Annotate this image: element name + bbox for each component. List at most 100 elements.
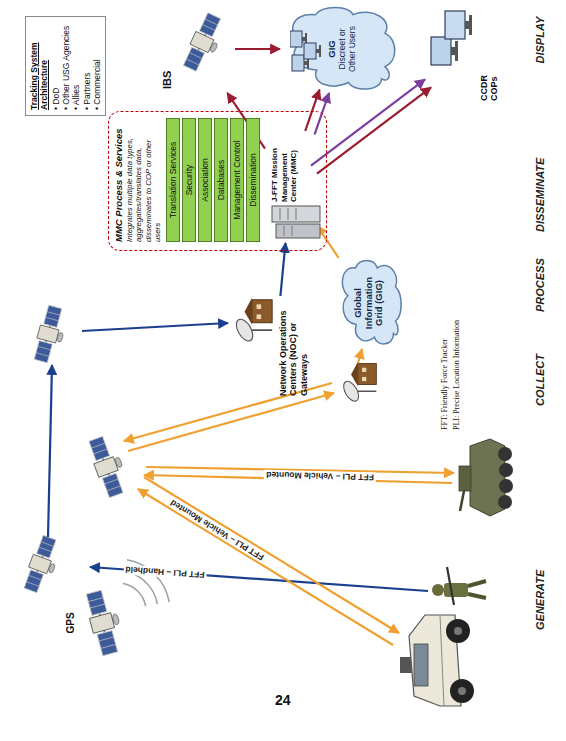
node-text: • Partners [82,22,92,110]
signal-arrow [48,323,454,645]
gateway-dish [233,298,272,344]
satellite-icon [181,11,226,74]
signal-arrow [82,323,228,331]
server-icon [296,208,297,220]
node-text: Tracking System Architecture [29,22,49,110]
server-node: J-FFT Mission Management Center (MMC) [266,130,318,242]
service-row: Association [198,118,212,242]
computer-icon [319,45,321,57]
apc-illustration [459,439,513,516]
node-text: • DoD [51,22,61,110]
computer-group: CCDR COPs [425,5,511,101]
signal-arrow [144,477,399,633]
link-label: FFT PLI – Handheld [123,564,207,580]
node-text: Dissemination [248,121,258,239]
node-text: Global Information Grid (GIG) [353,274,386,332]
humvee-illustration [400,615,474,706]
node-text: Network Operations Centers (NOC) or Gate… [278,298,309,396]
connector-arrow [311,79,425,165]
relay-satellite [21,534,63,595]
server-icon [288,208,289,220]
computer-icon [290,31,302,47]
node-text: Management Control [232,121,242,239]
link-label: FFT PLI – Vehicle Mounted [264,470,376,483]
service-row: Management Control [230,118,244,242]
relay-satellite [21,304,131,595]
soldier-illustration [468,581,486,586]
signal-arrow [48,365,52,537]
node-text: • Commercial [92,22,102,110]
service-row: Translation Services [166,118,180,242]
signal-arrow [90,567,428,591]
node-text: IBS [161,9,173,89]
apc-illustration [499,479,513,493]
node-text: Databases [216,121,226,239]
apc-illustration [498,495,512,509]
connector-arrow [317,87,431,173]
signal-arrow [358,349,362,363]
humvee-illustration [458,687,466,695]
server-icon [276,224,320,238]
node-text: GIG [326,5,337,93]
computer-icon [455,41,458,61]
gps-satellite [123,560,169,606]
apc-illustration [498,447,512,461]
node-text: • Other USG Agencies [61,22,71,110]
soldier-illustration [468,594,486,598]
abbreviation-note: PLI: Precise Location Information [452,320,461,430]
signal-arrow [128,393,334,451]
stage-label: COLLECT [534,354,546,406]
connector-arrow [235,48,280,50]
link-label: FFT PLI – Vehicle Mounted [167,497,267,564]
stage-label: DISPLAY [534,17,546,64]
humvee-illustration [400,657,412,673]
gateway-dish [341,362,377,404]
node-text: MMC Process & Services [113,120,124,242]
cloud-outline [293,7,395,89]
humvee-illustration [446,619,470,643]
stage-label: PROCESS [534,258,546,312]
cloud-outline [342,260,401,343]
computer-icon [292,55,304,71]
signal-arrow [144,475,452,483]
computer-icon [304,43,316,59]
gateway-group: Network Operations Centers (NOC) or Gate… [228,296,323,396]
node-text: • Allies [71,22,81,110]
server-icon [272,206,320,222]
gps-satellite [83,588,127,657]
satellite-icon [178,9,226,75]
relay-satellite [86,433,131,498]
computer-icon [290,23,324,73]
node-text: Discreet or Other Users [338,20,358,78]
computer-icon [427,7,477,67]
node-text: Translation Services [168,121,178,239]
computer-icon [304,61,307,65]
soldier-illustration [432,567,486,605]
signal-arrow [146,467,454,473]
computer-icon [465,21,469,29]
abbreviation-note: FFT: Friendly Force Tracker [440,339,449,430]
soldier-illustration [444,583,468,597]
node-text: CCDR COPs [479,59,500,101]
satellite-name: GPS [65,612,76,633]
computer-icon [451,47,455,55]
gps-satellite [83,560,169,657]
apc-illustration [460,491,464,511]
humvee-illustration [440,615,444,706]
service-row: Dissemination [246,118,260,242]
node-text: J-FFT Mission Management Center (MMC) [270,132,299,202]
process-group: MMC Process & ServicesIntegrates multipl… [108,111,327,251]
server-icon [280,208,281,220]
node-text: Integrates multiple data types, aggregat… [125,120,162,242]
node-text: Security [184,121,194,239]
server-icon [284,226,285,236]
computer-icon [469,15,472,35]
computer-icon [445,11,465,39]
stage-label: GENERATE [534,570,546,630]
legend-box: Tracking System Architecture• DoD• Other… [25,16,106,116]
computer-icon [316,49,319,53]
network-cloud: Global Information Grid (GIG) [335,258,403,348]
apc-illustration [499,463,513,477]
humvee-illustration [414,644,428,686]
